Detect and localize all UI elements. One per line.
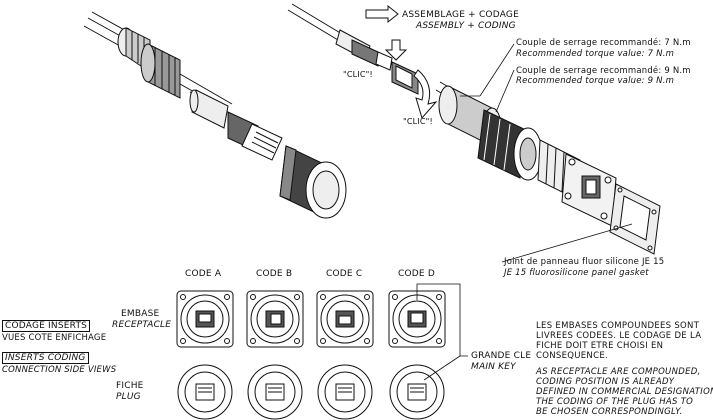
clic-label-2: "CLIC"! (403, 117, 433, 126)
plug-body (279, 145, 347, 219)
plug-view-b (247, 364, 303, 420)
code-a-label: CODE A (185, 269, 222, 279)
coding-subtitle-en: CONNECTION SIDE VIEWS (2, 365, 117, 375)
coding-title-en: INSERTS CODING (2, 352, 89, 364)
assembly-arrows (365, 4, 408, 61)
coding-title-fr: CODAGE INSERTS (2, 320, 91, 332)
torque-receptacle-en: Recommended torque value: 9 N.m (516, 76, 675, 86)
leader-lines (460, 43, 633, 263)
plug-views (177, 364, 445, 420)
plug-view-d (389, 364, 445, 420)
code-d-label: CODE D (398, 269, 435, 279)
rj45-jack-top (351, 39, 393, 71)
torque-plug-fr: Couple de serrage recommandé: 7 N.m (516, 38, 691, 48)
torque-plug-en: Recommended torque value: 7 N.m (516, 49, 675, 59)
torque-receptacle-fr: Couple de serrage recommandé: 9 N.m (516, 66, 691, 76)
receptacle-view-b (246, 290, 304, 348)
main-key-en: MAIN KEY (471, 362, 516, 372)
plug-row-fr: FICHE (116, 381, 144, 391)
receptacle-view-a (176, 290, 234, 348)
panel-gasket (609, 183, 661, 255)
code-b-label: CODE B (256, 269, 293, 279)
note-fr-line-3: FICHE DOIT ETRE CHOISI EN (536, 341, 664, 351)
note-en-line-4: THE CODING OF THE PLUG HAS TO (536, 397, 694, 407)
note-en-line-5: BE CHOSEN CORRESPONDINGLY. (536, 407, 683, 417)
receptacle-row-en: RECEPTACLE (112, 320, 172, 330)
receptacle-views (176, 290, 446, 348)
plug-row-en: PLUG (116, 392, 141, 402)
plug-view-c (317, 364, 373, 420)
note-fr-line-4: CONSEQUENCE. (536, 351, 608, 361)
rj45-plug-left (227, 111, 283, 161)
cable-left (83, 11, 129, 47)
code-c-label: CODE C (326, 269, 363, 279)
coding-subtitle-fr: VUES COTE ENFICHAGE (2, 333, 107, 343)
note-en-line-1: AS RECEPTACLE ARE COMPOUNDED, (536, 367, 701, 377)
note-en-line-3: DEFINED IN COMMERCIAL DESIGNATION (536, 387, 713, 397)
note-fr-line-1: LES EMBASES COMPOUNDEES SONT (536, 321, 700, 331)
clic-label-1: "CLIC"! (343, 70, 373, 79)
clic-curved-arrow (413, 69, 438, 120)
assembly-title-en: ASSEMBLY + CODING (416, 21, 516, 31)
assembly-title-fr: ASSEMBLAGE + CODAGE (402, 10, 519, 20)
main-key-leader (416, 283, 468, 381)
gasket-fr: Joint de panneau fluor silicone JE 15 (504, 257, 665, 267)
sleeve-left (189, 89, 229, 129)
gasket-en: JE 15 fluorosilicone panel gasket (504, 268, 649, 278)
note-en-line-2: CODING POSITION IS ALREADY (536, 377, 675, 387)
plug-view-a (177, 364, 233, 420)
note-fr-line-2: LIVREES CODEES. LE CODAGE DE LA (536, 331, 702, 341)
receptacle-view-c (316, 290, 374, 348)
receptacle-row-fr: EMBASE (121, 309, 160, 319)
coupling-nut-left (140, 43, 181, 99)
receptacle-coupling-ring (477, 109, 543, 181)
rj45-coded-insert (391, 61, 419, 95)
receptacle-flange (561, 153, 617, 227)
cable-right (287, 3, 343, 41)
main-key-fr: GRANDE CLE (471, 351, 532, 361)
